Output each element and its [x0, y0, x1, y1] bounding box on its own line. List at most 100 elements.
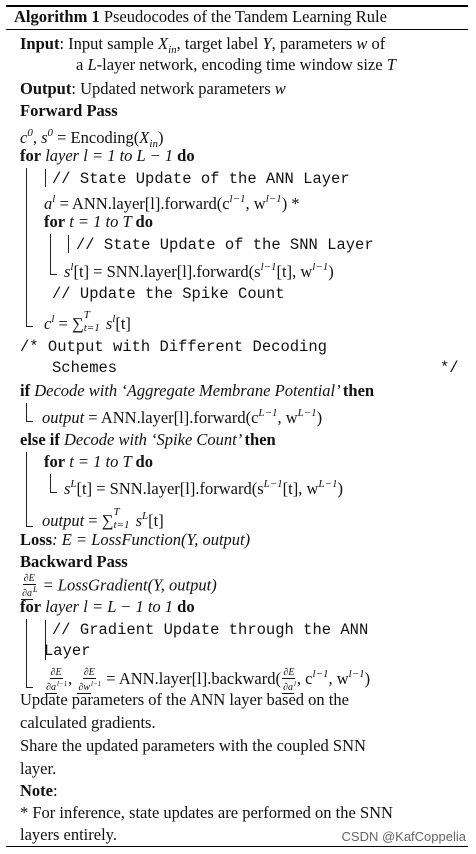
enc-x-sub: in — [149, 138, 158, 150]
ann-a-sup: l — [52, 193, 56, 205]
bottom-rule — [6, 846, 468, 847]
for3-s-sup: L — [70, 478, 77, 490]
encoding-line: c0, s0 = Encoding(Xin) — [20, 127, 164, 150]
outsum-sum: = ∑ — [84, 511, 114, 530]
for1-cond: layer l = 1 to L − 1 — [41, 146, 178, 165]
enc-s-sup: 0 — [47, 127, 54, 139]
output-line: Output: Updated network parameters w — [20, 79, 286, 99]
if1-w-sup: L−1 — [297, 407, 317, 419]
backward-mid: , c — [296, 669, 313, 688]
loss-grad-rest: = LossGradient(Y, output) — [38, 575, 217, 595]
outsum-s: s — [131, 511, 143, 530]
dE-dal-1-fraction: ∂E∂al−1 — [45, 667, 67, 694]
outsum-s-sup: L — [142, 510, 149, 522]
elseif-kw: else if — [20, 430, 60, 449]
note-keyword: Note — [20, 781, 53, 800]
comment-gradient-2: Layer — [44, 642, 91, 660]
if1-kw: if — [20, 381, 31, 400]
comment-gradient: // Gradient Update through the ANN — [52, 621, 369, 639]
for-layer-line: for layer l = 1 to L − 1 do — [20, 146, 195, 166]
comment-ann-guide — [45, 169, 46, 187]
algorithm-header: Algorithm 1 Pseudocodes of the Tandem Le… — [14, 7, 387, 27]
enc-x: X — [139, 128, 150, 147]
forward-pass-heading: Forward Pass — [20, 101, 118, 120]
for3-w-sup: L−1 — [318, 478, 338, 490]
input-line-2: a L-layer network, encoding time window … — [76, 55, 396, 75]
f1-den: ∂a — [45, 681, 57, 694]
for1-guide — [26, 168, 27, 326]
for3-cond: t = 1 to T — [65, 452, 136, 471]
input-text2: , target label — [176, 34, 263, 53]
spike-sum-sub: t=1 — [83, 322, 100, 334]
snn-mid: [t], w — [276, 262, 313, 281]
for3-rest: [t] = SNN.layer[l].forward(s — [76, 479, 264, 498]
backward-line: ∂E∂al−1, ∂E∂wl−1 = ANN.layer[l].backward… — [45, 666, 371, 694]
for2-guide-tick — [50, 274, 57, 275]
enc-s: s — [41, 128, 48, 147]
enc-close: ) — [157, 128, 164, 147]
if1-output: output — [42, 408, 85, 427]
ann-forward-line: al = ANN.layer[l].forward(cl−1, wl−1) * — [44, 189, 300, 213]
if1-then: then — [342, 381, 375, 400]
backward-w-sup: l−1 — [348, 668, 365, 680]
enc-rest: = Encoding( — [53, 128, 140, 147]
spike-sum-sup: T — [83, 309, 90, 321]
snn-s: s — [64, 262, 71, 281]
for1-kw: for — [20, 146, 42, 165]
for1-do: do — [177, 146, 195, 165]
for4-kw: for — [20, 597, 42, 616]
elseif-spike-line: else if Decode with ‘Spike Count’ then — [20, 430, 276, 450]
if1-rest: = ANN.layer[l].forward(c — [84, 408, 259, 427]
input-x: X — [157, 34, 169, 53]
f2-num: ∂E — [82, 666, 96, 679]
for2-cond: t = 1 to T — [65, 212, 136, 231]
header-rule — [6, 29, 468, 30]
input-line2a: a — [76, 55, 88, 74]
algorithm-title: Pseudocodes of the Tandem Learning Rule — [103, 7, 387, 26]
comment-ann-state: // State Update of the ANN Layer — [52, 170, 350, 188]
snn-rest: [t] = SNN.layer[l].forward(s — [73, 262, 261, 281]
input-x-sub: in — [168, 44, 177, 56]
output-keyword: Output — [20, 79, 72, 98]
output-text: : Updated network parameters — [71, 79, 275, 98]
algorithm-label: Algorithm 1 — [14, 7, 100, 26]
f3-den-sup: l — [293, 679, 296, 688]
if1-cond: Decode with ‘Aggregate Membrane Potentia… — [30, 381, 343, 400]
comment-output-decoding-2: Schemes — [52, 359, 118, 377]
elseif-guide-tick — [26, 526, 33, 527]
f3-num: ∂E — [282, 666, 296, 679]
update-text: Update parameters of the ANN layer based… — [20, 690, 349, 709]
backward-pass-heading: Backward Pass — [20, 552, 128, 571]
enc-c-sup: 0 — [27, 127, 33, 139]
for3-mid: [t], w — [282, 479, 319, 498]
note-colon: : — [52, 781, 58, 800]
input-y: Y — [262, 34, 272, 53]
elseif-cond: Decode with ‘Spike Count’ — [59, 430, 245, 449]
note-text: * For inference, state updates are perfo… — [20, 803, 393, 822]
top-rule — [6, 5, 468, 7]
for2-do: do — [135, 212, 153, 231]
dE-dal-fraction: ∂E∂al — [282, 666, 296, 694]
for3-kw: for — [44, 452, 66, 471]
loss-text: : E = LossFunction(Y, output) — [52, 530, 251, 549]
snn-s-sup: l — [70, 261, 74, 273]
for3-s: s — [64, 479, 71, 498]
input-T: T — [386, 55, 396, 74]
backward-c-sup: l−1 — [312, 668, 329, 680]
for2-guide — [50, 234, 51, 274]
for-t-line-2: for t = 1 to T do — [44, 452, 153, 472]
share-text: Share the updated parameters with the co… — [20, 736, 366, 755]
input-L: L — [87, 55, 97, 74]
for4-guide — [26, 619, 27, 687]
share-text-2: layer. — [20, 759, 57, 778]
enc-c: c — [20, 128, 28, 147]
input-line: Input: Input sample Xin, target label Y,… — [20, 34, 385, 56]
if1-close: ) — [316, 408, 323, 427]
ann-a: a — [44, 194, 53, 213]
outsum-close: [t] — [148, 511, 164, 530]
for4-cond: layer l = L − 1 to 1 — [41, 597, 178, 616]
watermark: CSDN @KafCoppelia — [341, 829, 466, 844]
for3-do: do — [135, 452, 153, 471]
comment-spike-count: // Update the Spike Count — [52, 285, 285, 303]
